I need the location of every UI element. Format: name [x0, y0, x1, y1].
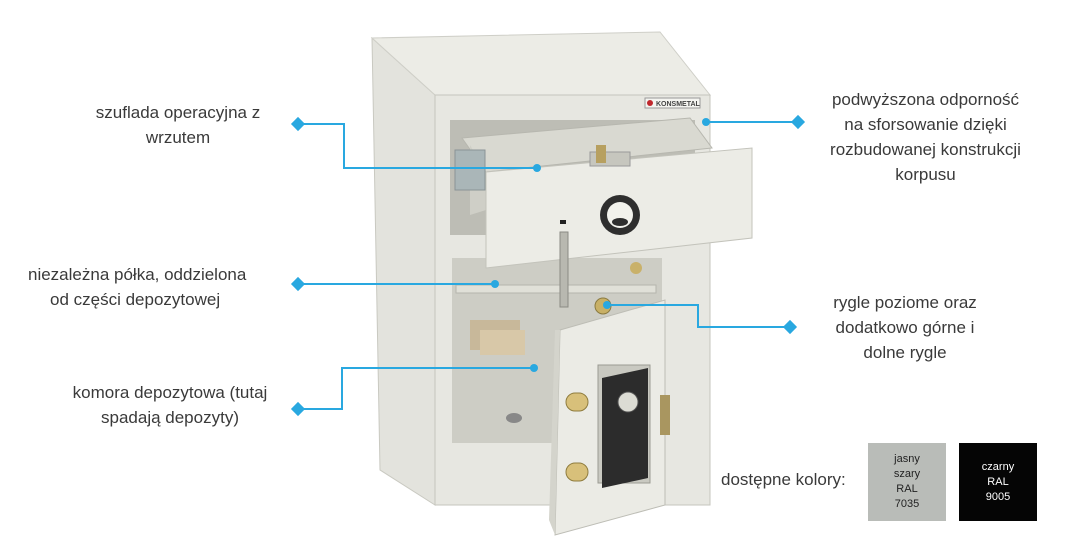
color-swatch-black: czarny RAL 9005 [959, 443, 1037, 521]
color-swatch-light-grey: jasny szary RAL 7035 [868, 443, 946, 521]
operating-drawer [454, 117, 753, 308]
callout-markers [290, 114, 806, 417]
callout-resistance: podwyższona odporność na sforsowanie dzi… [830, 90, 1021, 184]
brand-logo: KONSMETAL [656, 101, 701, 108]
callout-shelf: niezależna półka, oddzielona od części d… [28, 265, 247, 309]
available-colors-label: dostępne kolory: [721, 470, 846, 489]
deposit-door [549, 297, 670, 536]
callout-drawer: szuflada operacyjna z wrzutem [95, 103, 261, 147]
callout-bolts: rygle poziome oraz dodatkowo górne i dol… [833, 293, 977, 362]
callout-chamber: komora depozytowa (tutaj spadają depozyt… [72, 383, 268, 427]
callout-lines [298, 121, 798, 410]
